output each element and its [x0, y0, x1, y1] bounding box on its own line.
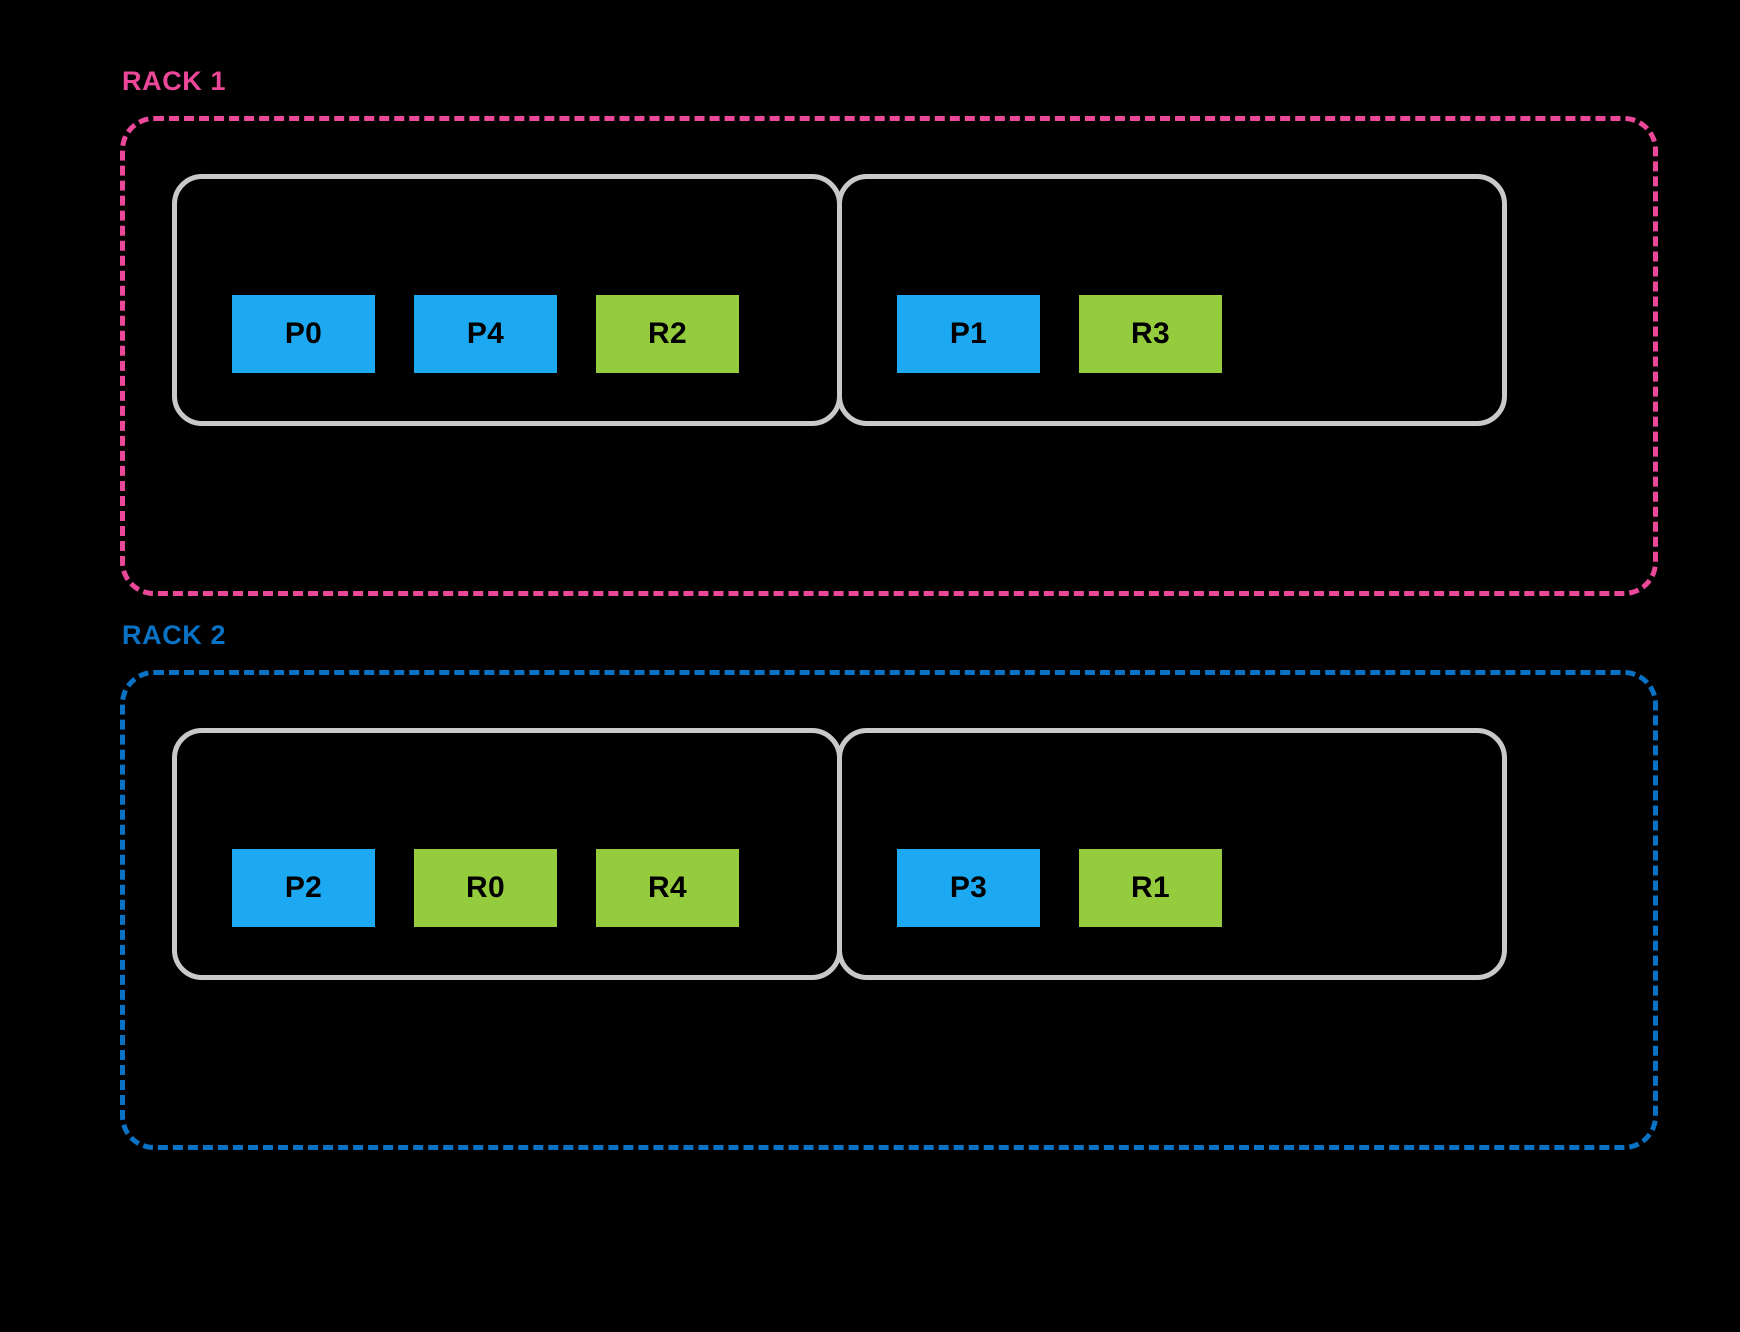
chip-r2: R2	[596, 295, 739, 373]
chip-r0: R0	[414, 849, 557, 927]
broker-node-1-2: P1 R3	[837, 174, 1507, 426]
rack-boundary-1: P0 P4 R2 P1 R3	[120, 116, 1658, 596]
chip-p3: P3	[897, 849, 1040, 927]
chip-p0: P0	[232, 295, 375, 373]
rack-boundary-2: P2 R0 R4 P3 R1	[120, 670, 1658, 1150]
broker-node-2-1: P2 R0 R4	[172, 728, 842, 980]
chip-r1: R1	[1079, 849, 1222, 927]
rack-label-1: RACK 1	[122, 66, 227, 96]
broker-node-2-2: P3 R1	[837, 728, 1507, 980]
chip-p1: P1	[897, 295, 1040, 373]
broker-row-2: P2 R0 R4 P3 R1	[125, 675, 1653, 1145]
broker-row-1: P0 P4 R2 P1 R3	[125, 121, 1653, 591]
chip-r3: R3	[1079, 295, 1222, 373]
broker-node-1-1: P0 P4 R2	[172, 174, 842, 426]
rack-label-2: RACK 2	[122, 620, 227, 650]
chip-r4: R4	[596, 849, 739, 927]
chip-p4: P4	[414, 295, 557, 373]
chip-p2: P2	[232, 849, 375, 927]
rack-group-2: RACK 2 P2 R0 R4 P3 R1	[120, 622, 1658, 1150]
rack-group-1: RACK 1 P0 P4 R2 P1 R3	[120, 68, 1658, 596]
